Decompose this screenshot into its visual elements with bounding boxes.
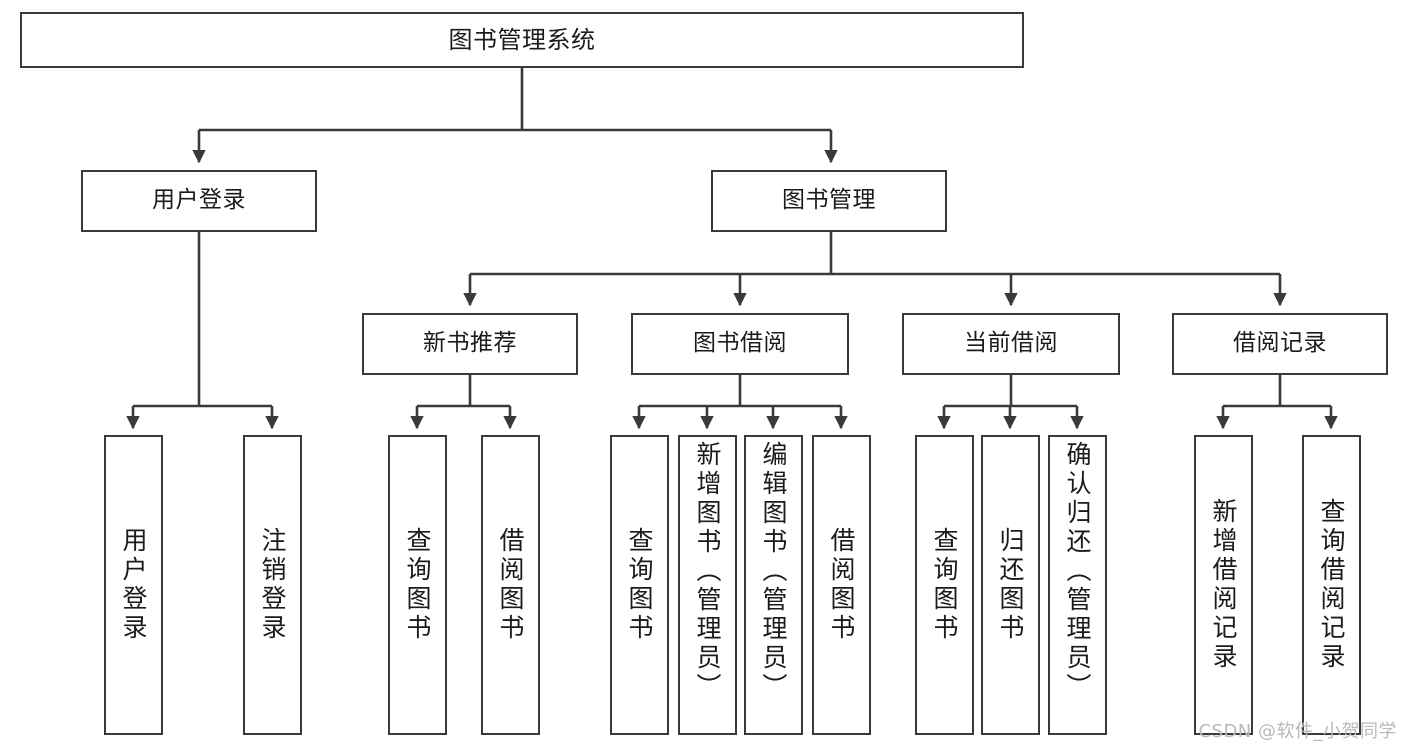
node-book-borrow[interactable]: 图书借阅 — [631, 313, 849, 375]
leaf-borrow-book[interactable]: 借阅图书 — [812, 435, 871, 735]
node-label: 归还图书 — [996, 527, 1025, 643]
node-label: 借阅记录 — [1233, 330, 1327, 357]
node-label: 用户登录 — [152, 187, 246, 214]
node-root-book-management-system[interactable]: 图书管理系统 — [20, 12, 1024, 68]
node-label: 查询图书 — [403, 527, 432, 643]
node-label: 图书借阅 — [693, 330, 787, 357]
node-label: 编辑图书（管理员） — [759, 441, 788, 702]
csdn-watermark: CSDN @软件_小贺同学 — [1198, 721, 1397, 742]
node-label: 图书管理 — [782, 187, 876, 214]
leaf-edit-book-admin[interactable]: 编辑图书（管理员） — [744, 435, 803, 735]
node-label: 查询图书 — [625, 527, 654, 643]
node-current-borrow[interactable]: 当前借阅 — [902, 313, 1120, 375]
leaf-query-borrow-record[interactable]: 查询借阅记录 — [1302, 435, 1361, 735]
node-label: 新书推荐 — [423, 330, 517, 357]
node-new-book-recommend[interactable]: 新书推荐 — [362, 313, 578, 375]
leaf-user-login[interactable]: 用户登录 — [104, 435, 163, 735]
node-label: 注销登录 — [258, 527, 287, 643]
node-label: 查询图书 — [930, 527, 959, 643]
leaf-user-logout[interactable]: 注销登录 — [243, 435, 302, 735]
leaf-query-book-recommend[interactable]: 查询图书 — [388, 435, 447, 735]
node-user-login[interactable]: 用户登录 — [81, 170, 317, 232]
leaf-borrow-book-recommend[interactable]: 借阅图书 — [481, 435, 540, 735]
node-label: 借阅图书 — [827, 527, 856, 643]
leaf-query-book-borrow[interactable]: 查询图书 — [610, 435, 669, 735]
node-label: 新增图书（管理员） — [693, 441, 722, 702]
leaf-return-book[interactable]: 归还图书 — [981, 435, 1040, 735]
node-book-management[interactable]: 图书管理 — [711, 170, 947, 232]
node-label: 借阅图书 — [496, 527, 525, 643]
node-label: 图书管理系统 — [448, 25, 596, 54]
node-label: 确认归还（管理员） — [1063, 441, 1092, 702]
leaf-confirm-return-admin[interactable]: 确认归还（管理员） — [1048, 435, 1107, 735]
node-label: 当前借阅 — [964, 330, 1058, 357]
leaf-query-book-current[interactable]: 查询图书 — [915, 435, 974, 735]
node-label: 用户登录 — [119, 527, 148, 643]
leaf-add-borrow-record[interactable]: 新增借阅记录 — [1194, 435, 1253, 735]
leaf-add-book-admin[interactable]: 新增图书（管理员） — [678, 435, 737, 735]
node-label: 查询借阅记录 — [1317, 498, 1346, 672]
node-borrow-record[interactable]: 借阅记录 — [1172, 313, 1388, 375]
node-label: 新增借阅记录 — [1209, 498, 1238, 672]
